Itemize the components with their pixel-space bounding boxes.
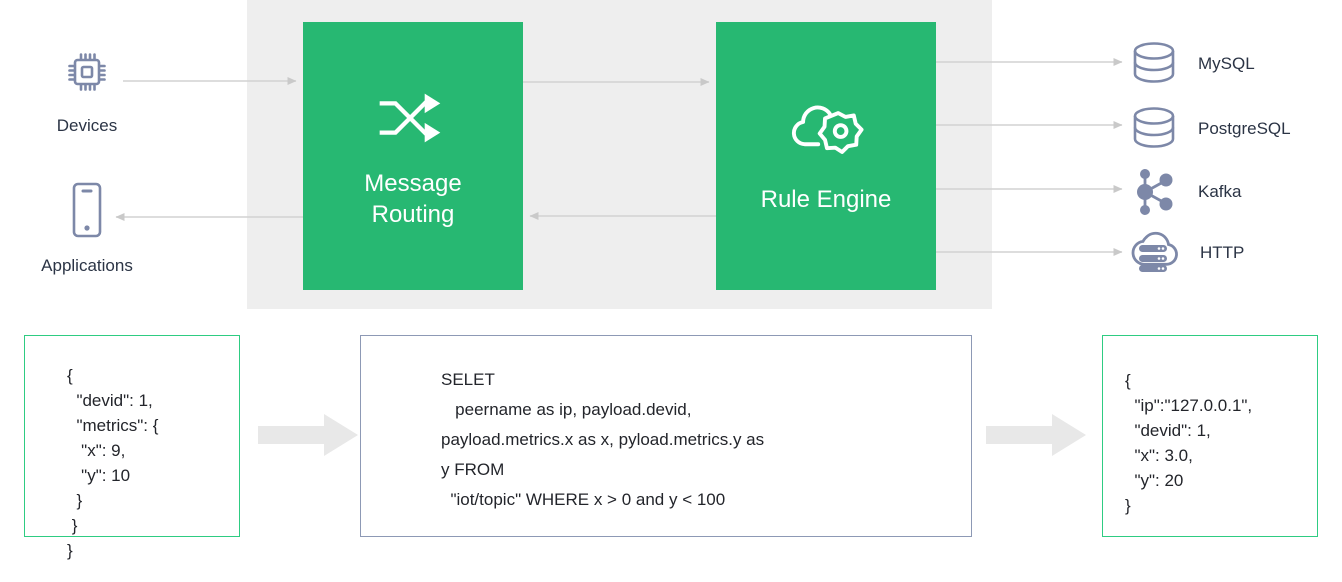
process-rule-engine-label: Rule Engine bbox=[760, 185, 892, 213]
node-devices[interactable]: Devices bbox=[27, 44, 147, 136]
database-icon bbox=[1133, 107, 1175, 148]
process-rule-engine[interactable]: Rule Engine bbox=[716, 22, 936, 290]
node-devices-label: Devices bbox=[56, 116, 118, 135]
node-kafka[interactable]: Kafka bbox=[1128, 167, 1241, 217]
node-mysql-label: MySQL bbox=[1198, 54, 1255, 73]
shuffle-icon bbox=[379, 93, 441, 143]
node-applications-label: Applications bbox=[41, 256, 133, 275]
cloud-server-icon bbox=[1131, 231, 1178, 272]
block-arrow-input-to-sql bbox=[258, 414, 358, 456]
node-postgresql-label: PostgreSQL bbox=[1198, 119, 1291, 138]
block-arrow-sql-to-output bbox=[986, 414, 1086, 456]
process-message-routing-label: Message Routing bbox=[364, 170, 462, 228]
payload-output-json[interactable]: { "ip":"127.0.0.1", "devid": 1, "x": 3.0… bbox=[1102, 335, 1318, 537]
node-applications[interactable]: Applications bbox=[24, 180, 150, 276]
payload-input-json-code: { "devid": 1, "metrics": { "x": 9, "y": … bbox=[67, 366, 159, 560]
payload-output-json-code: { "ip":"127.0.0.1", "devid": 1, "x": 3.0… bbox=[1125, 371, 1253, 515]
node-graph-icon bbox=[1137, 169, 1173, 215]
chip-icon bbox=[68, 53, 106, 91]
payload-input-json[interactable]: { "devid": 1, "metrics": { "x": 9, "y": … bbox=[24, 335, 240, 560]
smartphone-icon bbox=[72, 182, 102, 238]
payload-rule-sql[interactable]: SELET peername as ip, payload.devid, pay… bbox=[360, 335, 972, 537]
database-icon bbox=[1133, 42, 1175, 83]
node-kafka-label: Kafka bbox=[1198, 182, 1242, 201]
node-http[interactable]: HTTP bbox=[1128, 229, 1244, 277]
node-postgresql[interactable]: PostgreSQL bbox=[1128, 105, 1291, 153]
cloud-gear-icon bbox=[791, 105, 864, 154]
node-mysql[interactable]: MySQL bbox=[1128, 40, 1255, 88]
payload-rule-sql-code: SELET peername as ip, payload.devid, pay… bbox=[441, 370, 765, 509]
process-message-routing[interactable]: Message Routing bbox=[303, 22, 523, 290]
node-http-label: HTTP bbox=[1200, 243, 1245, 262]
